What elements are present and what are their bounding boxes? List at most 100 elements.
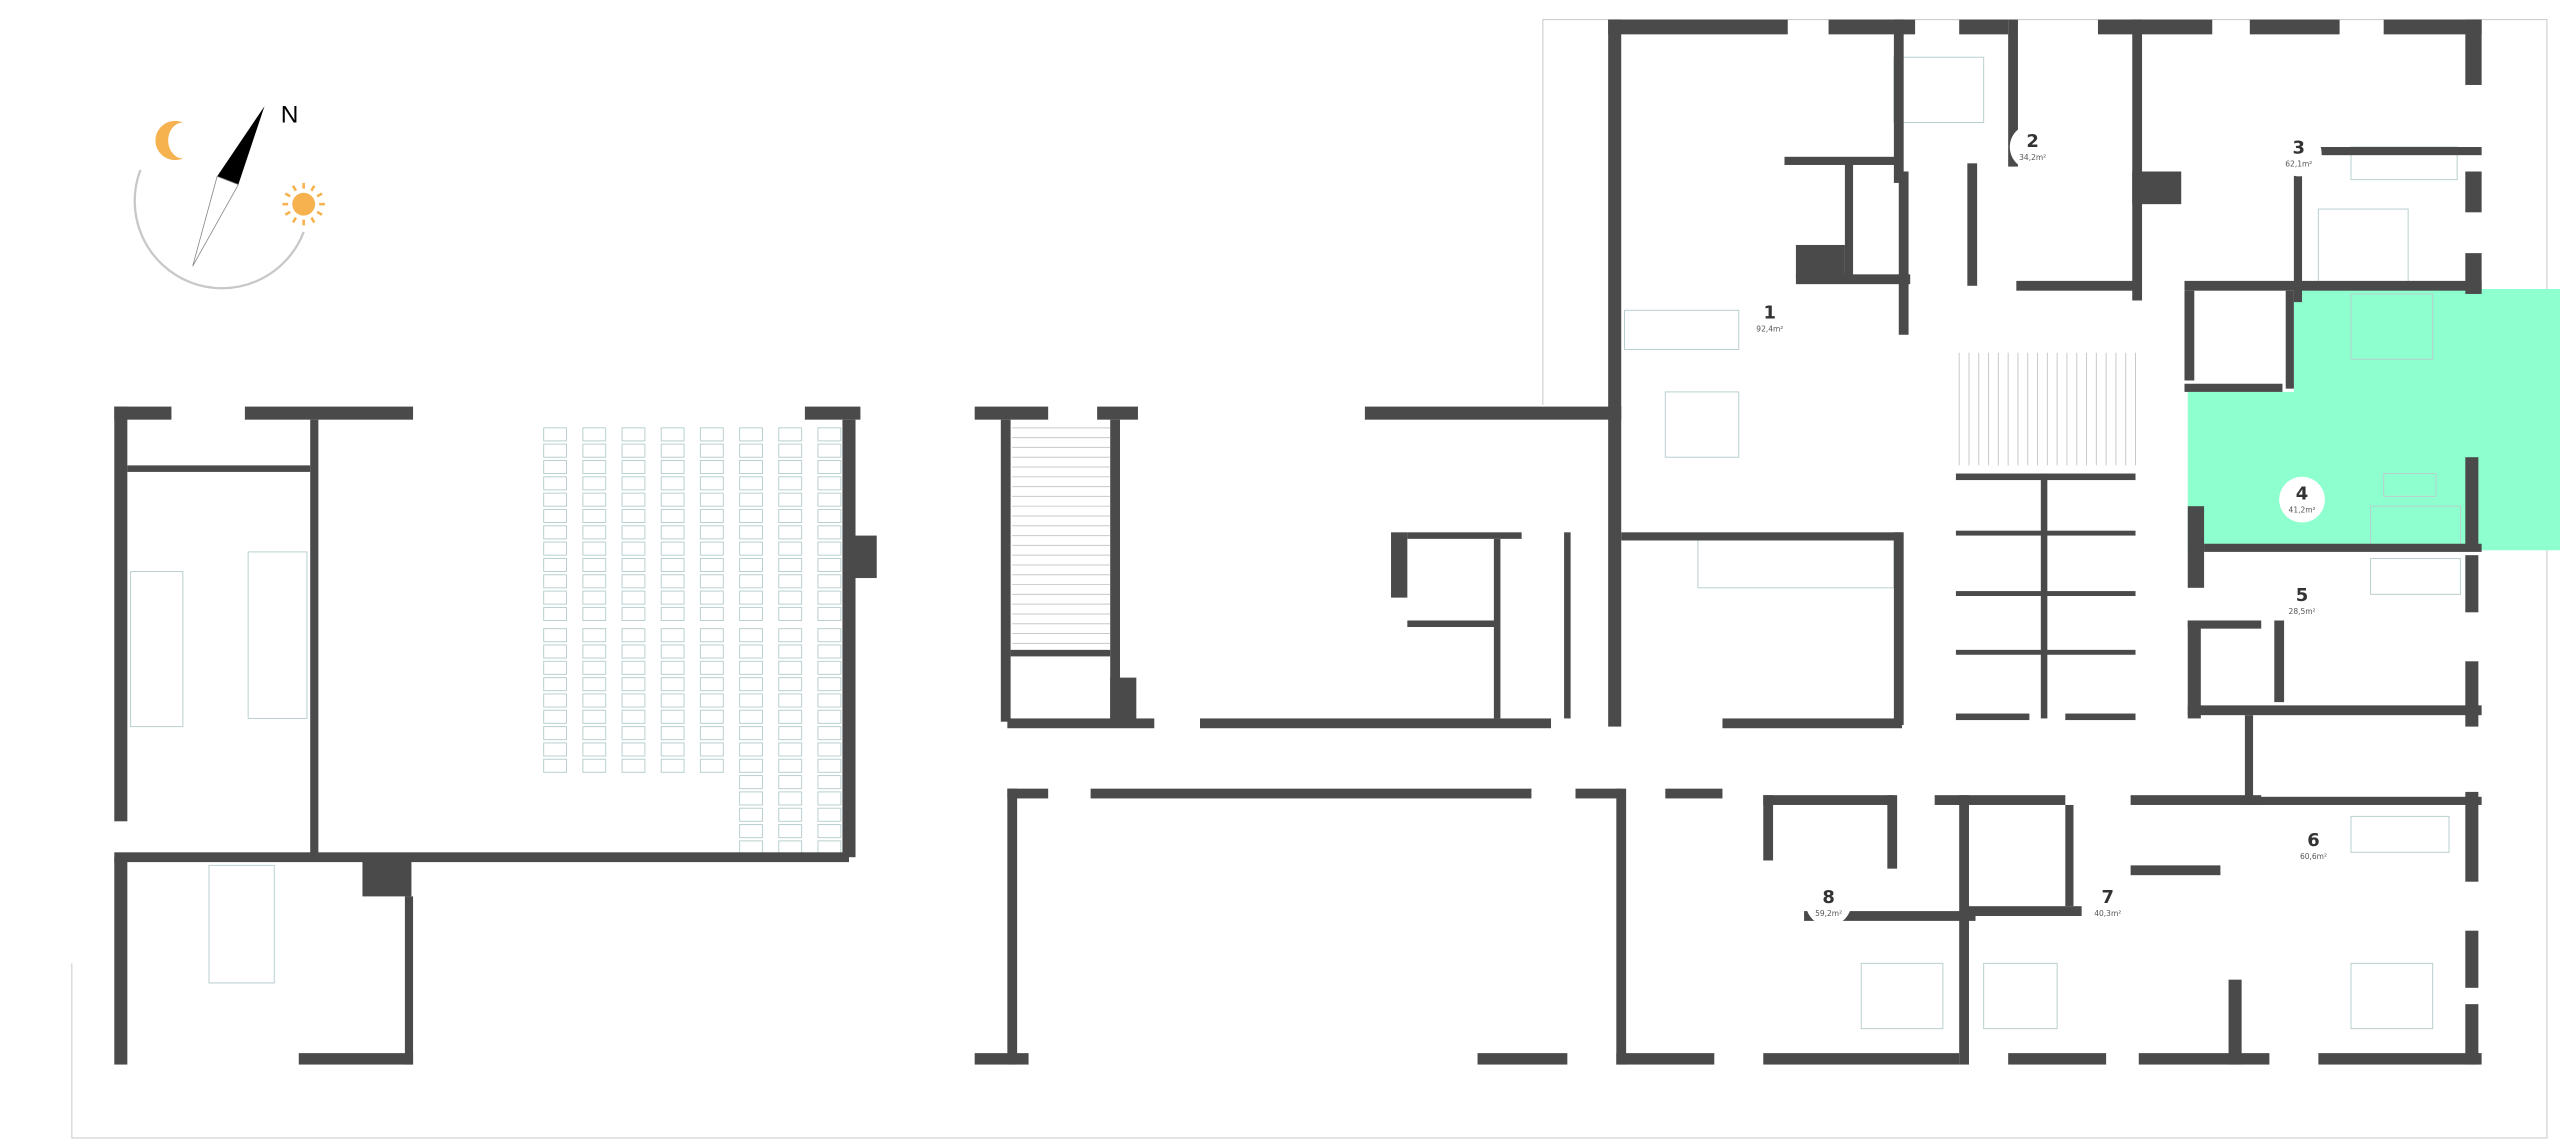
seat: [543, 590, 568, 605]
seat: [817, 427, 842, 442]
seat: [817, 693, 842, 708]
wall: [2130, 865, 2221, 876]
seat: [582, 492, 607, 507]
wall: [1608, 406, 1622, 727]
seat: [739, 508, 763, 524]
wall: [1110, 419, 1120, 722]
seat: [778, 557, 803, 572]
seat: [582, 742, 607, 757]
seat: [739, 726, 763, 741]
seat: [582, 590, 607, 605]
apartment-label-7[interactable]: 740,3m²: [2084, 880, 2131, 926]
seat: [582, 557, 607, 572]
wall: [1407, 532, 1522, 539]
seat: [660, 709, 685, 724]
apartment-label-5[interactable]: 528,5m²: [2279, 578, 2325, 624]
label-circle: [2279, 578, 2325, 624]
furniture-item: [208, 864, 275, 984]
label-circle: [1746, 295, 1793, 342]
seat: [543, 726, 568, 741]
wall: [2008, 1053, 2107, 1065]
furniture-item: [2370, 557, 2461, 595]
wall: [1364, 406, 1622, 420]
furniture-item: [130, 571, 184, 728]
wall: [2383, 19, 2482, 35]
seat: [660, 443, 685, 458]
apartment-label-2[interactable]: 234,2m²: [2009, 124, 2056, 170]
seat: [817, 840, 842, 855]
wall: [2065, 804, 2074, 907]
furniture-item: [2350, 293, 2434, 360]
seat: [739, 677, 763, 692]
seat: [739, 742, 763, 757]
wall: [244, 406, 414, 420]
seat: [543, 427, 568, 442]
seat: [543, 693, 568, 708]
seat: [660, 492, 685, 507]
seat: [778, 758, 803, 773]
seat: [778, 492, 803, 507]
seat: [660, 726, 685, 741]
apartment-4-highlight[interactable]: [2187, 289, 2560, 551]
seat: [699, 677, 724, 692]
seat: [739, 574, 763, 589]
moon-icon: [155, 120, 183, 161]
wall: [2465, 555, 2479, 613]
wall: [1893, 19, 1904, 183]
wall: [2465, 1004, 2479, 1065]
wall: [2244, 796, 2482, 805]
wall: [1959, 19, 2009, 35]
apartment-number: 2: [2026, 131, 2038, 152]
wall: [1564, 532, 1571, 719]
wall: [1795, 244, 1845, 278]
seat: [543, 541, 568, 556]
compass-needle-north: [217, 106, 265, 185]
seat: [817, 824, 842, 839]
seat: [621, 693, 646, 708]
seat: [699, 459, 724, 475]
wall: [2184, 383, 2283, 392]
seat: [778, 574, 803, 589]
seat: [817, 807, 842, 822]
wall: [2132, 171, 2182, 205]
wall: [1959, 795, 1969, 1065]
seat: [582, 574, 607, 589]
seat: [778, 644, 803, 659]
wall: [2465, 457, 2479, 548]
wall: [114, 406, 128, 822]
wall: [2465, 930, 2479, 988]
seat: [543, 574, 568, 589]
wall: [1200, 718, 1552, 729]
apartment-label-8[interactable]: 859,2m²: [1805, 880, 1852, 926]
apartment-number: 5: [2296, 585, 2308, 606]
apartment-number: 3: [2293, 138, 2305, 159]
seat: [778, 824, 803, 839]
furniture-item: [1664, 391, 1740, 458]
wall: [2187, 620, 2262, 629]
seat: [778, 459, 803, 475]
seat: [699, 427, 724, 442]
stairs: [1012, 352, 2136, 644]
apartment-label-6[interactable]: 660,6m²: [2290, 822, 2337, 869]
north-label: N: [281, 102, 299, 129]
seat: [660, 459, 685, 475]
apartment-number: 7: [2102, 887, 2114, 908]
seat: [621, 742, 646, 757]
sun-ray: [316, 210, 323, 216]
seat: [778, 541, 803, 556]
seat: [739, 807, 763, 822]
seat: [660, 525, 685, 540]
seat: [621, 557, 646, 572]
apartment-number: 8: [1822, 887, 1834, 908]
apartment-label-4[interactable]: 441,2m²: [2279, 476, 2325, 523]
apartment-label-3[interactable]: 362,1m²: [2275, 130, 2322, 177]
apartment-label-1[interactable]: 192,4m²: [1746, 295, 1793, 342]
compass-needle-south: [192, 175, 239, 267]
walls: [114, 19, 2482, 1065]
seat: [778, 742, 803, 757]
seat: [739, 557, 763, 572]
seat: [817, 525, 842, 540]
seat: [778, 508, 803, 524]
wall: [1934, 795, 2066, 805]
seat: [582, 606, 607, 621]
